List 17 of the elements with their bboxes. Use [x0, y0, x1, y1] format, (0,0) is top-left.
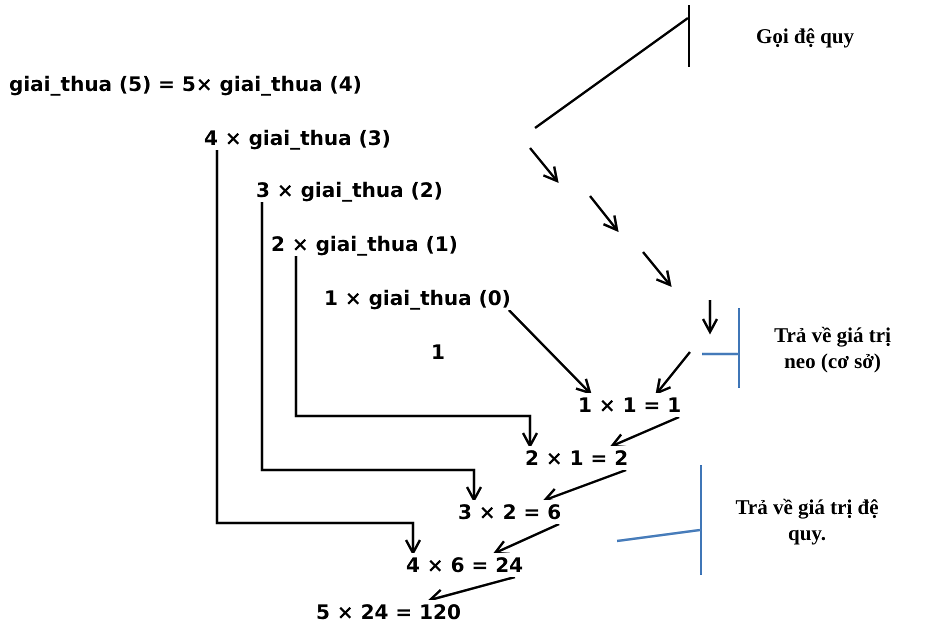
formula-text: 1 × 1 = 1: [577, 393, 682, 417]
leader-line: [534, 16, 689, 130]
formula-text: 3 × 2 = 6: [457, 500, 562, 524]
callout-text: Gọi đệ quy: [754, 23, 856, 49]
leader-line: [702, 352, 738, 356]
formula-text: 4 × 6 = 24: [405, 553, 524, 577]
arrow: [260, 202, 482, 502]
arrow: [610, 416, 680, 449]
callout-text: Trả về giá trị neo (cơ sở): [773, 322, 892, 374]
callout-text: Trả về giá trị đệ quy.: [734, 494, 880, 546]
arrow: [294, 256, 538, 448]
arrow: [656, 351, 691, 394]
arrow: [494, 522, 560, 556]
formula-text: 2 × 1 = 2: [524, 446, 630, 470]
arrow: [508, 309, 592, 394]
leader-line: [616, 528, 700, 542]
arrow: [216, 150, 422, 554]
